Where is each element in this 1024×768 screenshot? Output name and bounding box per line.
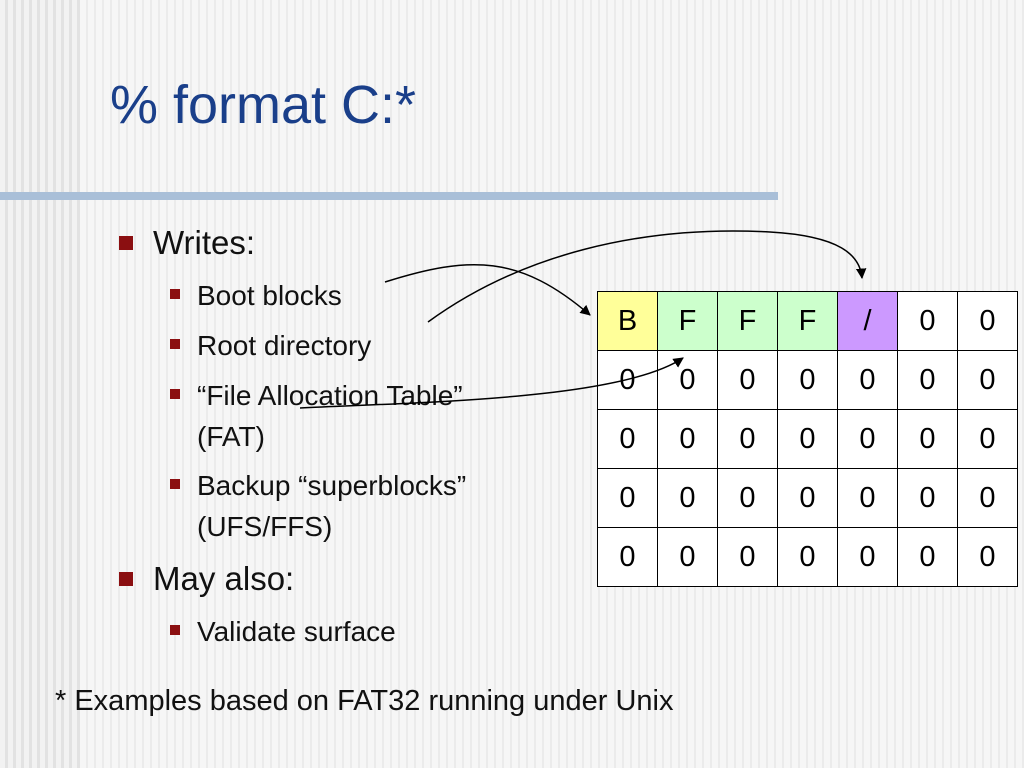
disk-cell: 0 xyxy=(897,291,958,351)
disk-cell: B xyxy=(597,291,658,351)
disk-cell: 0 xyxy=(597,468,658,528)
disk-cell: 0 xyxy=(717,350,778,410)
disk-cell: 0 xyxy=(657,468,718,528)
disk-cell: 0 xyxy=(657,350,718,410)
footnote: * Examples based on FAT32 running under … xyxy=(55,685,674,717)
disk-cell: 0 xyxy=(897,527,958,587)
disk-cell: 0 xyxy=(657,409,718,469)
slide-title: % format C:* xyxy=(110,75,417,135)
disk-cell: / xyxy=(837,291,898,351)
disk-cell: F xyxy=(777,291,838,351)
sub-bullet-fat-line2: (FAT) xyxy=(197,420,265,452)
disk-cell: 0 xyxy=(597,350,658,410)
disk-cell: 0 xyxy=(777,527,838,587)
disk-cell: 0 xyxy=(717,409,778,469)
disk-cell: 0 xyxy=(957,291,1018,351)
sub-bullet-fat: “File Allocation Table” (FAT) xyxy=(170,376,463,457)
disk-cell: 0 xyxy=(897,350,958,410)
sub-bullet-validate-surface: Validate surface xyxy=(170,612,396,653)
disk-cell: 0 xyxy=(597,527,658,587)
disk-cell: 0 xyxy=(957,527,1018,587)
disk-cell: 0 xyxy=(837,527,898,587)
disk-cell: 0 xyxy=(897,409,958,469)
disk-cell: F xyxy=(657,291,718,351)
disk-cell: 0 xyxy=(717,527,778,587)
disk-cell: 0 xyxy=(957,468,1018,528)
sub-bullet-superblocks-line2: (UFS/FFS) xyxy=(197,510,333,542)
sub-bullet-boot-blocks: Boot blocks xyxy=(170,276,342,317)
sub-bullet-superblocks-line1: Backup “superblocks” xyxy=(197,470,467,501)
disk-cell: 0 xyxy=(777,409,838,469)
disk-cell: 0 xyxy=(597,409,658,469)
sub-bullet-root-directory: Root directory xyxy=(169,326,371,367)
bullet-may-also: May also: xyxy=(118,560,295,597)
disk-cell: 0 xyxy=(777,350,838,410)
arrow-boot-blocks xyxy=(384,264,591,316)
bullet-writes: Writes: xyxy=(118,224,256,261)
sub-bullet-fat-line1: “File Allocation Table” xyxy=(197,380,463,411)
disk-cell: 0 xyxy=(837,409,898,469)
disk-cell: 0 xyxy=(957,350,1018,410)
disk-cell: 0 xyxy=(777,468,838,528)
disk-cell: 0 xyxy=(837,468,898,528)
title-divider xyxy=(0,192,778,200)
background-stripe xyxy=(0,0,80,768)
disk-cell: 0 xyxy=(897,468,958,528)
disk-cell: 0 xyxy=(957,409,1018,469)
sub-bullet-superblocks: Backup “superblocks” (UFS/FFS) xyxy=(169,466,467,547)
disk-cell: 0 xyxy=(657,527,718,587)
disk-cell: F xyxy=(717,291,778,351)
disk-cell: 0 xyxy=(837,350,898,410)
disk-cell: 0 xyxy=(717,468,778,528)
